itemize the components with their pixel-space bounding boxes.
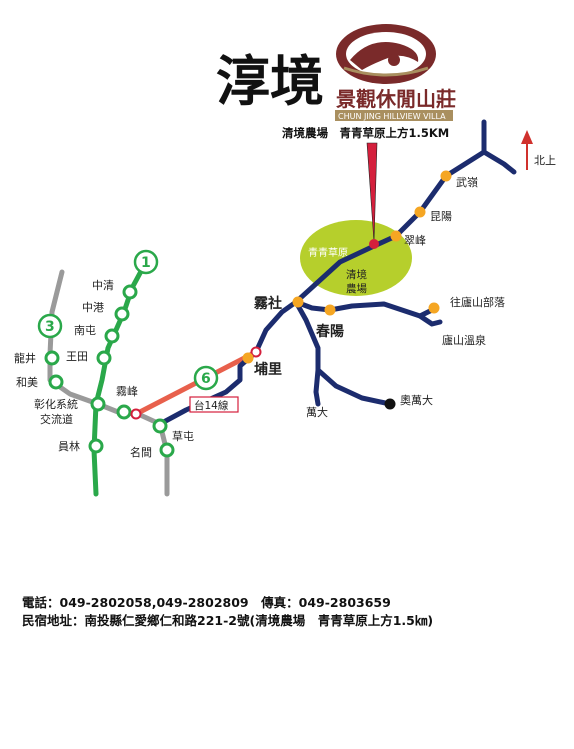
point-aowanda [384, 398, 396, 410]
contact-address-line: 民宿地址：南投縣仁愛鄉仁和路221-2號(清境農場 青青草原上方1.5㎞) [22, 613, 434, 628]
route-north-branch [481, 149, 517, 175]
highway-3 [47, 269, 170, 497]
area-label-farm: 清境 農場 [346, 268, 370, 295]
shield-6-ring [193, 365, 219, 391]
label-hemei: 和美 [16, 376, 38, 389]
junction-puli [250, 346, 262, 358]
fax-value: 049-2803659 [298, 595, 391, 610]
label-mingjian: 名間 [130, 445, 152, 459]
fax-label: 傳真 [261, 595, 287, 610]
point-wuling [440, 170, 452, 182]
label-zhongqing: 中清 [92, 279, 114, 292]
brand-en-bar [335, 110, 453, 121]
station-caotun [152, 418, 168, 434]
north-arrow-head [521, 130, 533, 144]
area-label-farm-line1: 清境 [346, 268, 367, 281]
station-nantun [104, 328, 120, 344]
station-zhonggang [114, 306, 130, 322]
green-stations [44, 284, 175, 458]
label-wufeng: 霧峰 [116, 385, 138, 398]
station-longjing [44, 350, 60, 366]
label-kunyang: 昆陽 [430, 210, 452, 223]
road-sign-14 [189, 396, 239, 413]
shield-highway-1: 1 [133, 249, 159, 275]
location-pointer [366, 142, 378, 243]
route-wanda [293, 299, 321, 407]
contact-phone-line: 電話：049-2802058,049-2802809 傳真：049-280365… [22, 595, 391, 610]
shield-1-ring [133, 249, 159, 275]
brand-name-zh: 景觀休閒山莊 [336, 87, 456, 111]
shield-3-ring [37, 313, 63, 339]
shield-highway-3: 3 [37, 313, 63, 339]
address-value: 南投縣仁愛鄉仁和路221-2號(清境農場 青青草原上方1.5㎞) [84, 613, 434, 628]
label-changhua-jct-line1: 彰化系統 [34, 397, 78, 411]
orange-points [242, 170, 452, 364]
station-hemei [48, 374, 64, 390]
label-wushe: 霧社 [254, 295, 282, 312]
label-lushan-hotspring: 廬山溫泉 [442, 333, 486, 347]
label-chunyang: 春陽 [315, 323, 344, 340]
station-zhongqing [122, 284, 138, 300]
shield-6-number: 6 [201, 371, 211, 387]
villa-marker [369, 239, 379, 249]
phone-value: 049-2802058,049-2802809 [59, 595, 249, 610]
label-wangtian: 王田 [66, 350, 88, 363]
label-puli: 埔里 [254, 361, 282, 378]
label-wuling: 武嶺 [456, 176, 478, 189]
brand-name-en: CHUN JING HILLVIEW VILLA [338, 112, 446, 121]
brand-logo [336, 24, 436, 84]
point-lushan [428, 302, 440, 314]
north-label: 北上 [534, 154, 556, 167]
label-cuifeng: 翠峰 [404, 234, 426, 247]
station-yuanlin [88, 438, 104, 454]
logo-swirl [350, 42, 419, 70]
phone-label: 電話 [22, 595, 48, 610]
label-nantun: 南屯 [74, 324, 96, 337]
north-arrow: 北上 [521, 130, 556, 170]
junction-wufeng [130, 408, 142, 420]
point-wushe [292, 296, 304, 308]
label-yuanlin: 員林 [58, 439, 80, 453]
route-aowanda [315, 367, 393, 407]
shield-3-number: 3 [45, 319, 55, 335]
brand-calligraphy: 淳境 [216, 49, 324, 113]
point-puli [242, 352, 254, 364]
station-wangtian [96, 350, 112, 366]
label-wanda: 萬大 [306, 405, 328, 419]
station-changhua-jct [90, 396, 106, 412]
point-kunyang [414, 206, 426, 218]
station-wufeng [116, 404, 132, 420]
logo-underline [343, 66, 429, 77]
label-zhonggang: 中港 [82, 301, 104, 314]
road-sign-14-label: 台14線 [194, 399, 229, 412]
shield-1-number: 1 [141, 255, 151, 271]
label-changhua-jct-line2: 交流道 [40, 412, 73, 426]
location-note: 清境農場 青青草原上方1.5KM [282, 126, 449, 140]
label-caotun: 草屯 [172, 430, 194, 443]
label-aowanda: 奧萬大 [400, 393, 433, 407]
point-cuifeng [390, 230, 402, 242]
route-lushan [293, 299, 443, 327]
logo-dot [388, 54, 400, 66]
shield-highway-6: 6 [193, 365, 219, 391]
station-mingjian [159, 442, 175, 458]
label-changhua-jct: 彰化系統 交流道 [34, 397, 82, 426]
point-chunyang [324, 304, 336, 316]
area-label-grassland: 青青草原 [308, 246, 348, 259]
label-longjing: 龍井 [14, 351, 36, 365]
highway-1 [91, 259, 149, 497]
label-lushan-tribe: 往廬山部落 [450, 295, 505, 309]
area-label-farm-line2: 農場 [346, 282, 367, 295]
address-label: 民宿地址 [22, 613, 73, 628]
